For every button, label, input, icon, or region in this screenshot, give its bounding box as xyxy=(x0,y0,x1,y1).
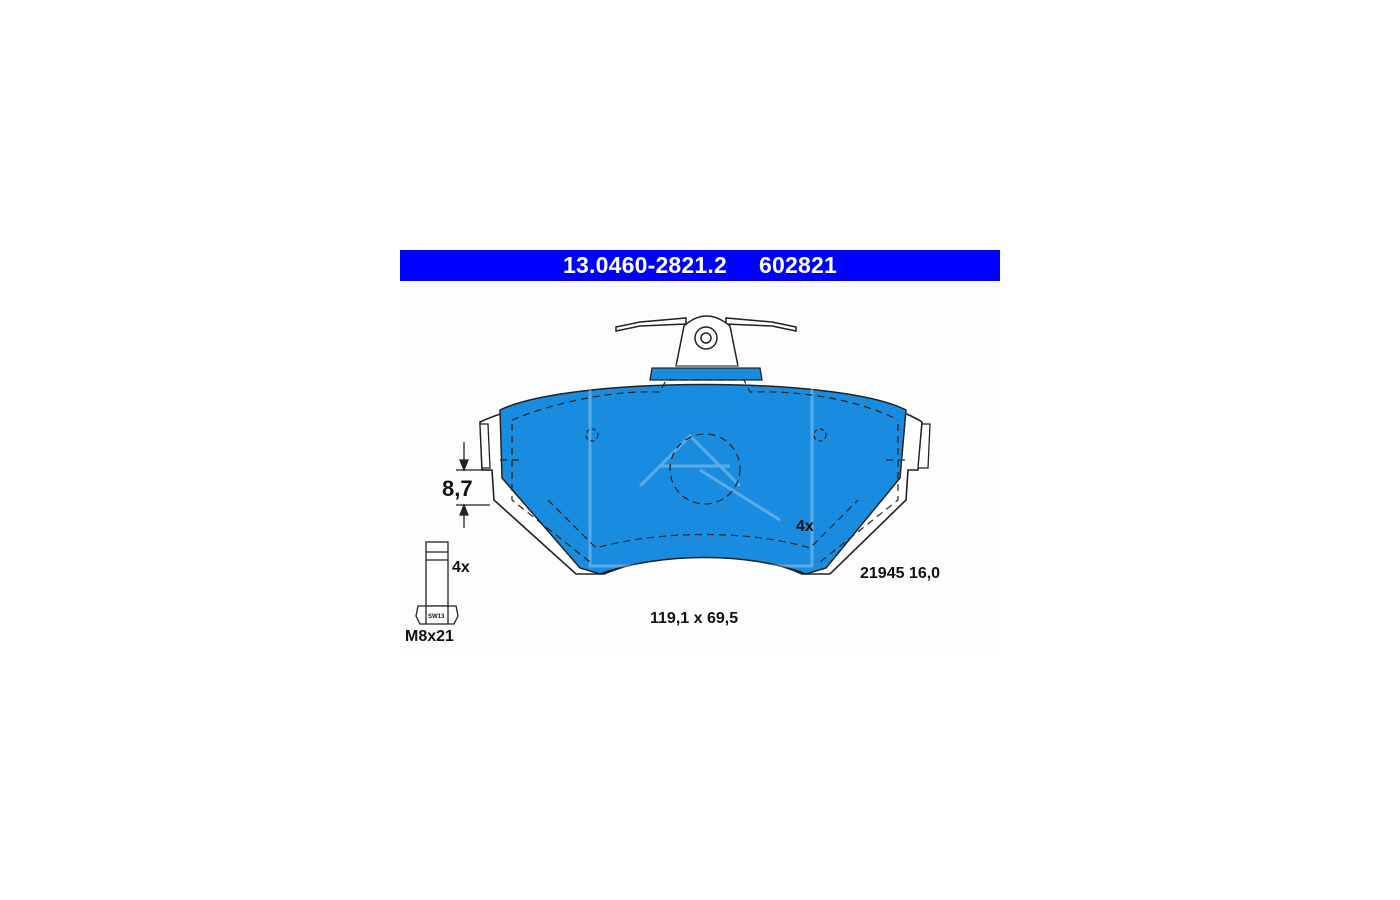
bolt-icon xyxy=(415,541,459,625)
anti-rattle-clip xyxy=(615,315,797,367)
hole-count-label: 4x xyxy=(796,518,814,535)
plate-ears xyxy=(479,423,931,469)
bolt-count-label: 4x xyxy=(452,559,470,576)
ate-logo-watermark xyxy=(588,364,814,568)
friction-pad xyxy=(499,383,907,575)
reference-number: 602821 xyxy=(759,252,837,278)
bolt-size-label: M8x21 xyxy=(405,628,454,645)
pad-size-label: 119,1 x 69,5 xyxy=(650,610,738,627)
clip-tab xyxy=(649,367,763,381)
thickness-dimension xyxy=(456,442,490,528)
header-bar: 13.0460-2821.2 602821 xyxy=(400,250,1000,281)
bolt-wrench-size: SW13 xyxy=(428,614,445,620)
part-number: 13.0460-2821.2 xyxy=(563,252,727,278)
thickness-label: 8,7 xyxy=(442,476,473,501)
wva-label: 21945 16,0 xyxy=(860,565,940,582)
mounting-holes xyxy=(585,428,827,442)
hidden-lines xyxy=(500,379,906,563)
